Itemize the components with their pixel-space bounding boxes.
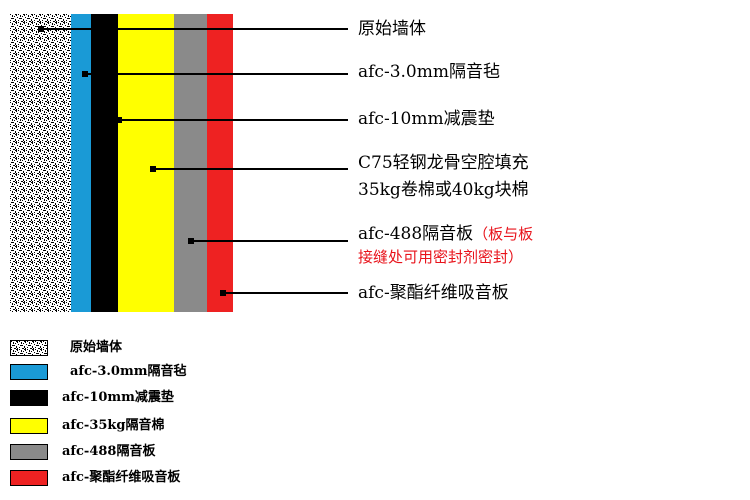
legend-swatch-absorb bbox=[10, 470, 48, 486]
leader-dot-damper bbox=[116, 117, 122, 123]
callout-absorb: afc-聚酯纤维吸音板 bbox=[358, 283, 509, 303]
original-wall-layer bbox=[10, 14, 71, 312]
leader-dot-board bbox=[188, 238, 194, 244]
damping-pad-layer bbox=[91, 14, 118, 312]
callout-board-note-line2: 接缝处可用密封剂密封） bbox=[358, 248, 524, 266]
keel-cavity-cotton-layer bbox=[118, 14, 174, 312]
legend-label-cotton: afc-35kg隔音棉 bbox=[62, 418, 165, 433]
callout-wall: 原始墙体 bbox=[358, 19, 426, 39]
callout-board: afc-488隔音板（板与板 bbox=[358, 222, 533, 246]
legend-swatch-felt bbox=[10, 364, 48, 380]
legend-label-wall: 原始墙体 bbox=[70, 340, 123, 355]
callout-board-label: afc-488隔音板 bbox=[358, 224, 474, 244]
callout-board-note-line1: （板与板 bbox=[473, 225, 534, 243]
leader-line-board bbox=[190, 240, 348, 242]
legend-swatch-damper bbox=[10, 390, 48, 406]
polyester-absorb-layer bbox=[207, 14, 233, 312]
legend-label-board: afc-488隔音板 bbox=[62, 444, 156, 459]
legend-label-absorb: afc-聚酯纤维吸音板 bbox=[62, 470, 181, 485]
legend-swatch-wall bbox=[10, 340, 48, 356]
leader-dot-keel bbox=[150, 166, 156, 172]
callout-felt: afc-3.0mm隔音毡 bbox=[358, 62, 500, 82]
legend-swatch-cotton bbox=[10, 418, 48, 434]
leader-line-keel bbox=[152, 168, 348, 170]
leader-dot-felt bbox=[82, 71, 88, 77]
leader-line-wall bbox=[40, 28, 348, 30]
legend-label-felt: afc-3.0mm隔音毡 bbox=[70, 364, 187, 379]
callout-damper: afc-10mm减震垫 bbox=[358, 109, 495, 129]
sound-felt-layer bbox=[71, 14, 91, 312]
legend-swatch-board bbox=[10, 444, 48, 460]
callout-keel-line2: 35kg卷棉或40kg块棉 bbox=[358, 180, 529, 200]
leader-dot-wall bbox=[38, 26, 44, 32]
leader-line-absorb bbox=[222, 292, 348, 294]
sound-board-layer bbox=[174, 14, 207, 312]
leader-line-felt bbox=[84, 73, 348, 75]
legend-label-damper: afc-10mm减震垫 bbox=[62, 390, 174, 405]
leader-line-damper bbox=[118, 119, 348, 121]
callout-keel-line1: C75轻钢龙骨空腔填充 bbox=[358, 153, 529, 173]
leader-dot-absorb bbox=[220, 290, 226, 296]
